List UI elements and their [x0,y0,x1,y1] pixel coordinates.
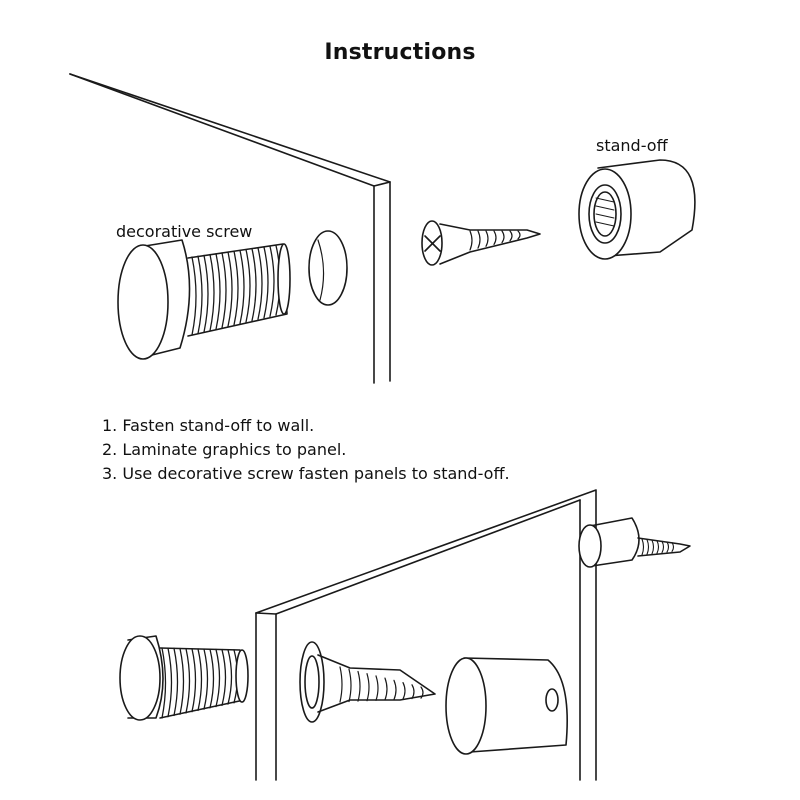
thread-line [203,254,209,333]
panel-hole [308,230,348,306]
page-title: Instructions [324,40,476,65]
thread-line [411,684,415,700]
thread-line [221,252,227,329]
thread-line [197,255,203,335]
decorative-screw-bottom [119,635,249,721]
thread-line [393,679,397,701]
wood-screw-bottom [299,641,436,723]
thread-line [269,245,275,318]
thread-line [215,648,221,708]
thread-line [203,648,209,710]
thread-line [517,230,521,240]
thread-line [666,541,670,553]
thread-line [641,538,645,556]
decorative-screw-top [117,239,291,360]
panel-top [69,73,391,384]
stand-off-wall [578,517,691,568]
thread-line [233,250,239,326]
thread-line [173,647,179,717]
thread-line [469,230,473,251]
step-1: 1. Fasten stand-off to wall. [102,416,315,435]
stand-off-bottom [445,657,568,755]
thread-line [233,649,239,704]
thread-line [161,647,167,719]
step-2: 2. Laminate graphics to panel. [102,440,347,459]
thread-line [251,248,257,322]
stand-off-label: stand-off [596,136,668,155]
panel-bottom [255,489,597,781]
thread-line [651,539,655,555]
thread-line [366,673,370,702]
thread-line [485,230,489,247]
thread-line [477,230,481,249]
thread-line [671,541,675,553]
thread-line [420,686,424,699]
thread-line [167,647,173,718]
thread-line [375,675,379,701]
thread-line [509,230,513,242]
thread-line [191,256,197,336]
thread-line [402,681,406,700]
thread-line [197,648,203,712]
thread-line [221,648,227,707]
thread-line [191,648,197,713]
thread-line [209,648,215,709]
wood-screw-top [421,220,541,266]
thread-line [384,677,388,701]
thread-line [493,230,497,246]
decorative-screw-label: decorative screw [116,222,253,241]
instruction-steps: 1. Fasten stand-off to wall. 2. Laminate… [102,414,510,486]
thread-line [245,248,251,323]
thread-line [357,670,361,702]
exploded-view-illustration [69,73,696,384]
thread-line [209,253,215,332]
thread-line [239,249,245,325]
step-3: 3. Use decorative screw fasten panels to… [102,464,510,483]
thread-line [227,251,233,328]
thread-line [227,649,233,705]
thread-line [656,540,660,554]
thread-line [263,246,269,319]
thread-line [501,230,505,244]
thread-line [348,668,352,703]
thread-line [661,540,665,554]
stand-off-top [578,159,696,260]
thread-line [185,647,191,714]
thread-line [646,539,650,555]
thread-line [257,247,263,320]
thread-line [215,253,221,330]
thread-line [179,647,185,715]
thread-line [339,666,343,703]
